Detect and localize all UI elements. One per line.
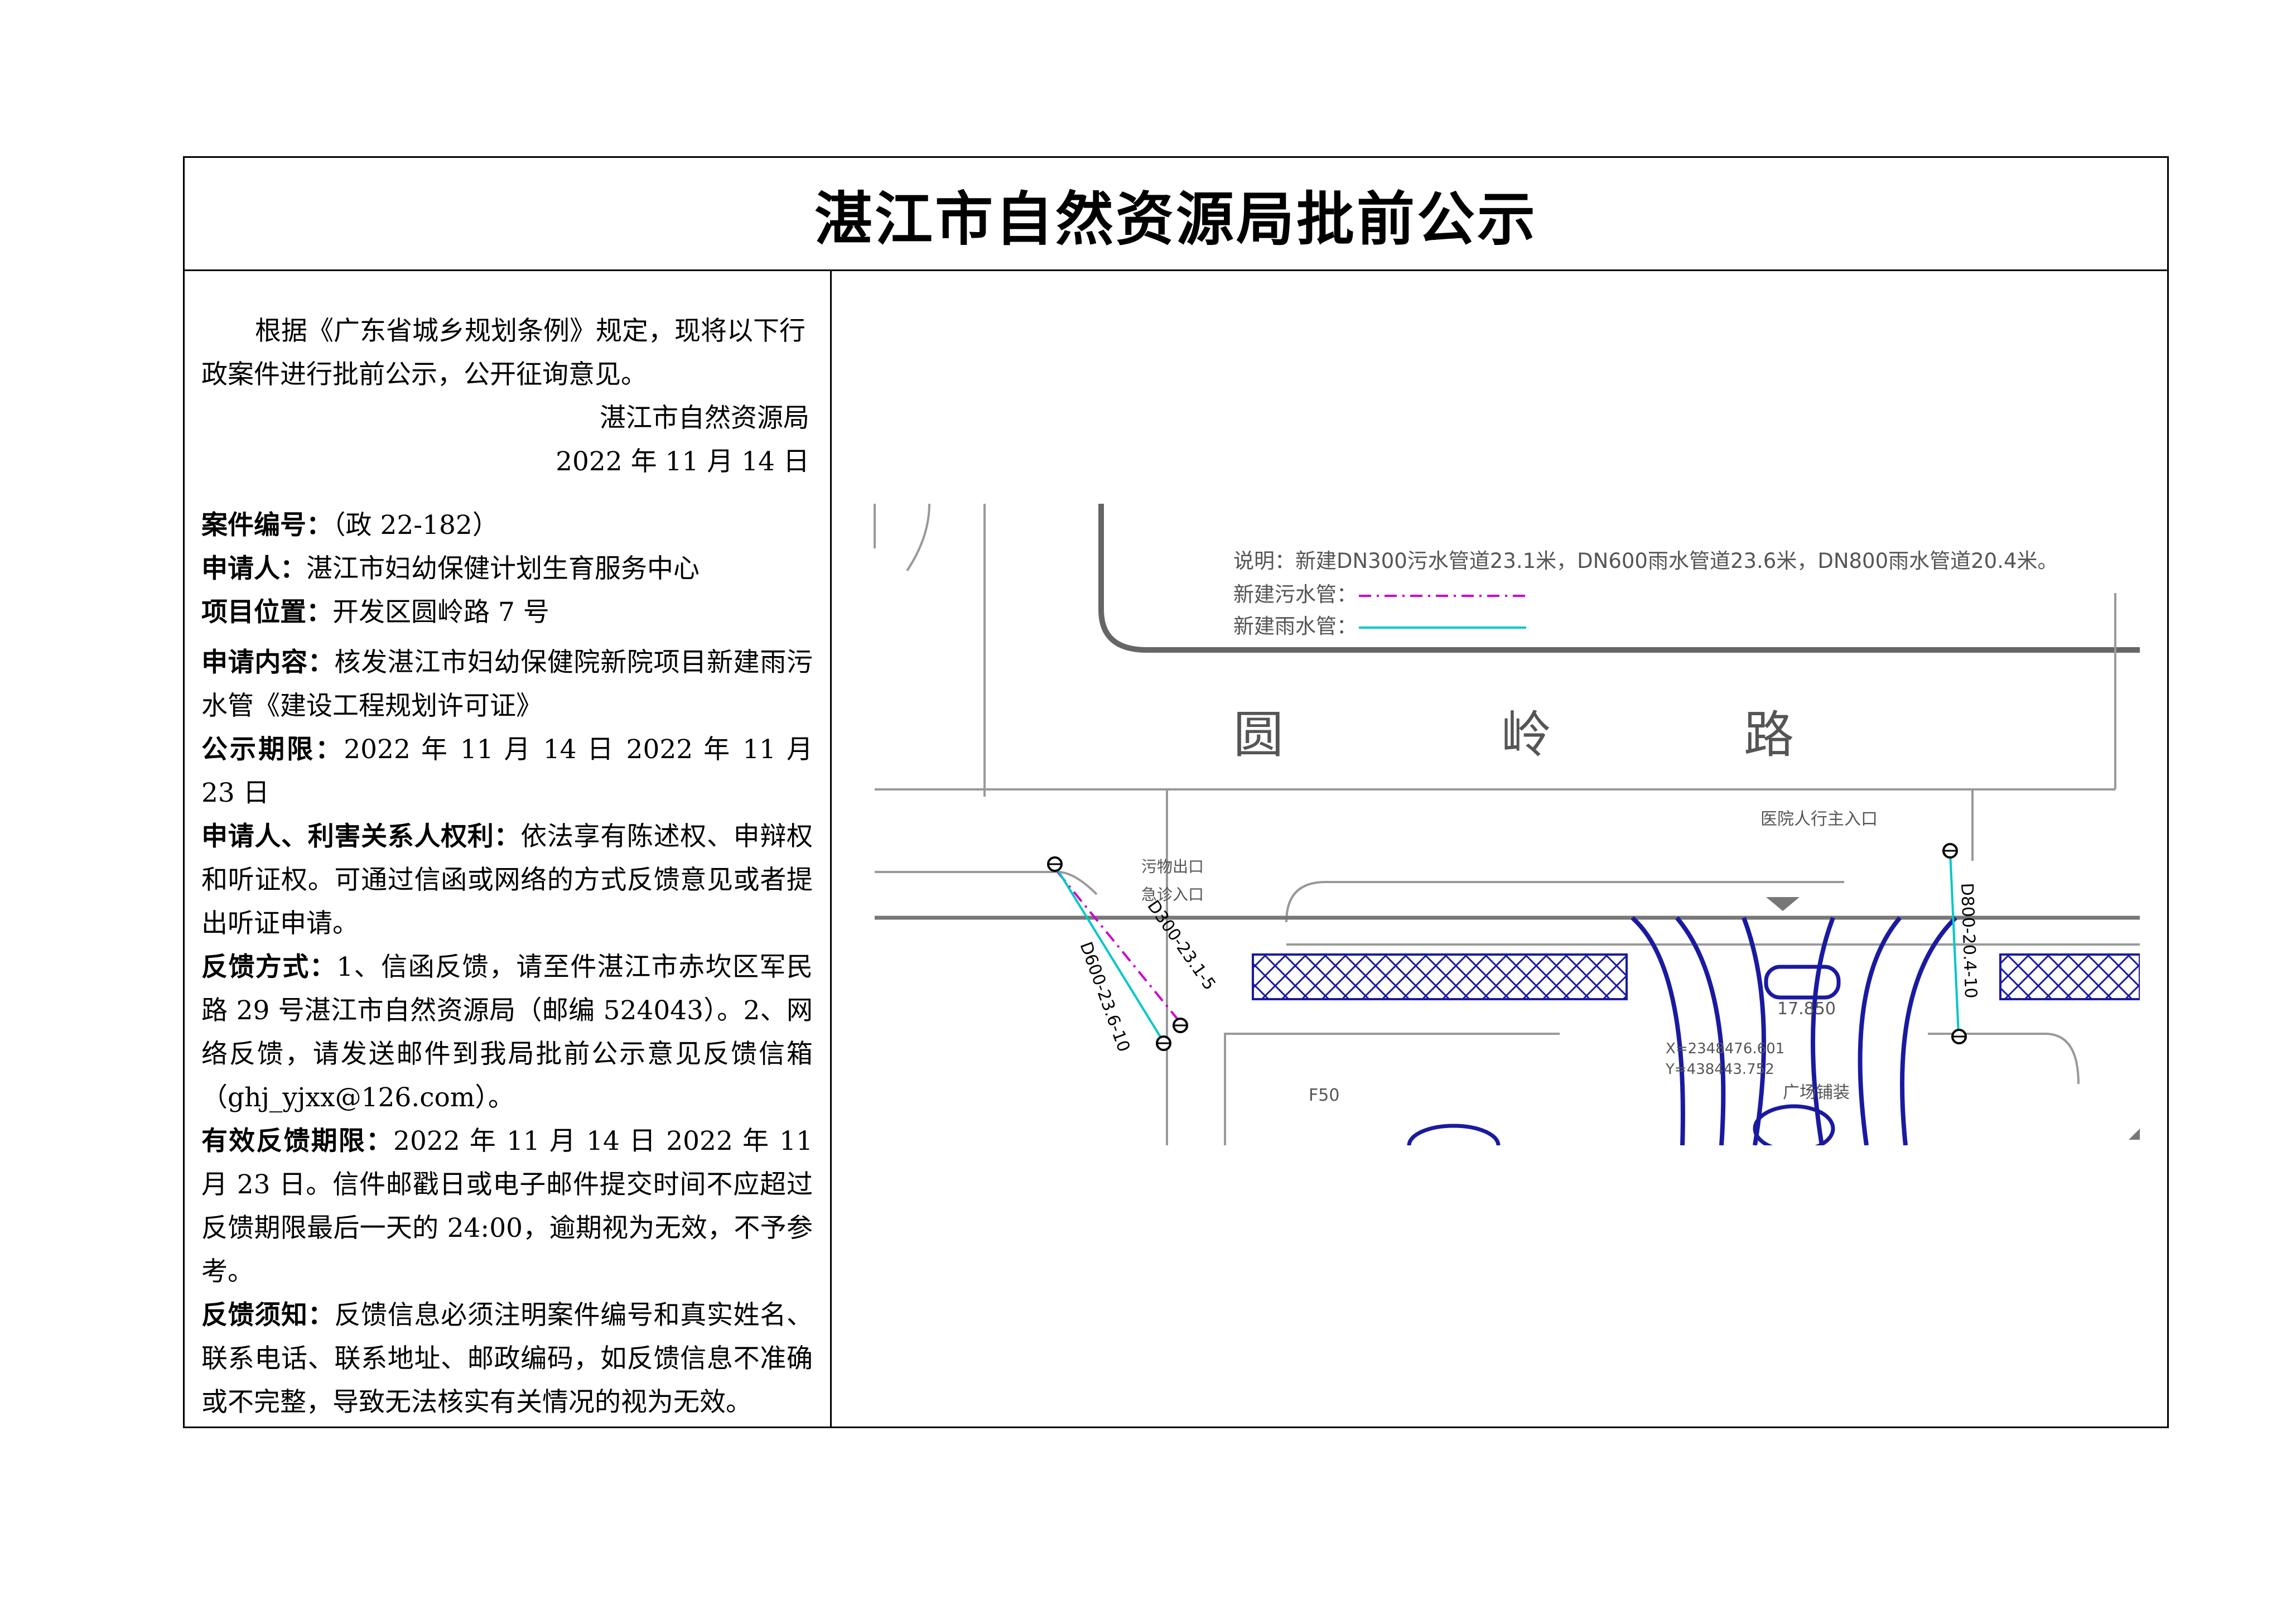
north-triangle bbox=[2129, 1129, 2140, 1140]
service-road bbox=[875, 871, 1098, 895]
issuer: 湛江市自然资源局 bbox=[600, 403, 809, 433]
field-feedback-method: 反馈方式：1、信函反馈，请至件湛江市赤坎区军民路 29 号湛江市自然资源局（邮编… bbox=[201, 952, 813, 1113]
road-char-2: 岭 bbox=[1501, 706, 1551, 764]
plaza-shape-outer-right bbox=[1900, 916, 1957, 1145]
field-period: 公示期限：2022 年 11 月 14 日 2022 年 11 月 23 日 bbox=[201, 734, 813, 808]
plaza-label: 广场铺装 bbox=[1783, 1083, 1850, 1102]
intro-paragraph: 根据《广东省城乡规划条例》规定，现将以下行政案件进行批前公示，公开征询意见。 bbox=[201, 316, 805, 390]
arrow-mark bbox=[1766, 897, 1800, 911]
plaza-shape-outer-left bbox=[1631, 915, 1685, 1145]
planting-strip-left bbox=[1252, 953, 1628, 1000]
coordinate-y: Y=438443.752 bbox=[1665, 1061, 1774, 1078]
notice-frame: 湛江市自然资源局批前公示 根据《广东省城乡规划条例》规定，现将以下行政案件进行批… bbox=[183, 156, 2169, 1428]
notice-text-column: 根据《广东省城乡规划条例》规定，现将以下行政案件进行批前公示，公开征询意见。 湛… bbox=[185, 269, 832, 1427]
sewage-exit-label: 污物出口 bbox=[1141, 857, 1204, 876]
elevation-label: 17.850 bbox=[1777, 999, 1836, 1019]
field-location: 项目位置：开发区圆岭路 7 号 bbox=[201, 597, 549, 628]
rain-pipe-d800 bbox=[1949, 852, 1960, 1034]
field-case-number: 案件编号：（政 22-182） bbox=[201, 510, 499, 541]
upper-curb bbox=[1098, 504, 2140, 653]
rain-pipe-d600 bbox=[1054, 864, 1165, 1043]
inner-road-bottom bbox=[1224, 1033, 1560, 1145]
road-char-3: 路 bbox=[1744, 706, 1794, 764]
left-ellipse bbox=[1407, 1124, 1501, 1145]
planting-strip-right bbox=[1999, 953, 2140, 1000]
manhole-3 bbox=[1156, 1035, 1171, 1051]
field-content: 申请内容：核发湛江市妇幼保健院新院项目新建雨污水管《建设工程规划许可证》 bbox=[201, 647, 813, 721]
upper-left-curve bbox=[874, 504, 930, 572]
field-feedback-notice: 反馈须知：反馈信息必须注明案件编号和真实姓名、联系电话、联系地址、邮政编码，如反… bbox=[201, 1300, 813, 1418]
title-row: 湛江市自然资源局批前公示 bbox=[185, 158, 2167, 271]
f50-label: F50 bbox=[1309, 1086, 1339, 1105]
manhole-5 bbox=[1951, 1029, 1967, 1044]
plaza-shape-inner-left bbox=[1675, 916, 1726, 1145]
plaza-shape-inner-right bbox=[1858, 916, 1902, 1145]
emergency-entrance-label: 急诊入口 bbox=[1141, 885, 1204, 904]
intro-block: 根据《广东省城乡规划条例》规定，现将以下行政案件进行批前公示，公开征询意见。 湛… bbox=[201, 310, 809, 484]
manhole-4 bbox=[1942, 843, 1958, 859]
issue-date: 2022 年 11 月 14 日 bbox=[556, 446, 809, 477]
field-feedback-deadline: 有效反馈期限：2022 年 11 月 14 日 2022 年 11 月 23 日… bbox=[201, 1126, 813, 1287]
inner-road-top bbox=[1285, 881, 1844, 923]
sewage-pipe bbox=[1057, 871, 1181, 1024]
pipe-label-d800: D800-20.4-10 bbox=[1957, 883, 1980, 999]
legend-rain-label: 新建雨水管： bbox=[1233, 614, 1357, 638]
field-applicant: 申请人：湛江市妇幼保健计划生育服务中心 bbox=[201, 553, 700, 584]
drawing-note: 说明：新建DN300污水管道23.1米，DN600雨水管道23.6米，DN800… bbox=[1233, 549, 2058, 573]
case-fields: 案件编号：（政 22-182） 申请人：湛江市妇幼保健计划生育服务中心 项目位置… bbox=[201, 504, 813, 1424]
legend-sewage-label: 新建污水管： bbox=[1233, 582, 1357, 606]
site-plan-drawing: 说明：新建DN300污水管道23.1米，DN600雨水管道23.6米，DN800… bbox=[874, 504, 2140, 1145]
field-rights: 申请人、利害关系人权利：依法享有陈述权、申辩权和听证权。可通过信函或网络的方式反… bbox=[201, 821, 813, 939]
road-char-1: 圆 bbox=[1233, 706, 1284, 764]
pipe-label-d300: D300-23.1-5 bbox=[1143, 897, 1219, 994]
inner-road-bottom-right bbox=[1928, 1033, 2080, 1085]
plaza-ellipse bbox=[1753, 1104, 1835, 1145]
coordinate-x: X=2348476.601 bbox=[1666, 1040, 1784, 1057]
pipe-label-d600: D600-23.6-10 bbox=[1075, 939, 1133, 1054]
manhole-1 bbox=[1047, 856, 1063, 872]
plaza-bench bbox=[1764, 965, 1841, 1000]
hospital-entrance-label: 医院人行主入口 bbox=[1760, 809, 1878, 829]
manhole-2 bbox=[1173, 1018, 1188, 1033]
drawing-column: 说明：新建DN300污水管道23.1米，DN600雨水管道23.6米，DN800… bbox=[832, 269, 2167, 1427]
page-title: 湛江市自然资源局批前公示 bbox=[814, 185, 1537, 253]
